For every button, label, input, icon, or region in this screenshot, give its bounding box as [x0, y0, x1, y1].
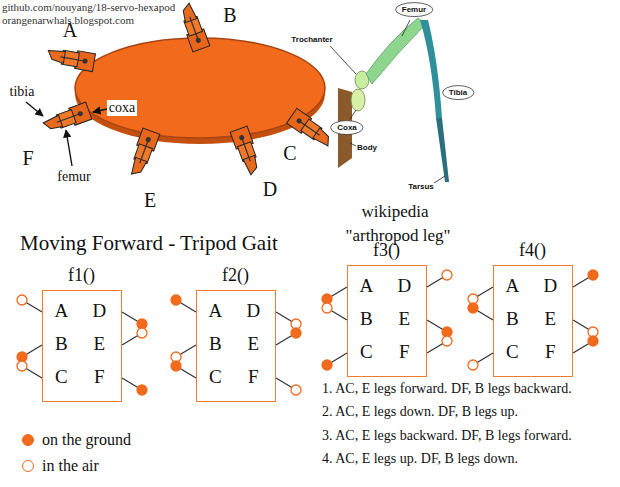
oval-shape	[442, 86, 473, 100]
leg-letter: A	[209, 300, 223, 322]
function-heading: f2()	[222, 265, 249, 286]
part-label: A	[63, 19, 77, 42]
foot-dot	[17, 361, 27, 371]
foot-dot	[442, 270, 452, 280]
step-note: 2. AC, E legs down. DF, B legs up.	[322, 404, 518, 420]
part-label: femur	[57, 169, 90, 185]
part-label: Tarsus	[408, 182, 434, 191]
gait-box: f3()ADBECF	[347, 265, 427, 377]
foot-dot	[322, 360, 332, 370]
line-shape	[350, 110, 356, 119]
foot-dot	[588, 336, 598, 346]
part-label: F	[22, 147, 33, 170]
oval-shape	[331, 121, 363, 135]
leg-letter: B	[506, 308, 519, 330]
leg-letter: B	[360, 308, 373, 330]
foot-dot	[171, 295, 181, 305]
leg-letter: D	[93, 300, 107, 322]
part-label: tibia	[10, 84, 35, 100]
gait-box: f1()ADBECF	[42, 290, 122, 402]
function-heading: f4()	[519, 240, 546, 261]
function-heading: f3()	[373, 240, 400, 261]
leg-letter: D	[398, 275, 412, 297]
function-heading: f1()	[68, 265, 95, 286]
line-shape	[402, 20, 410, 36]
oval-shape	[395, 3, 432, 17]
foot-dot	[137, 328, 147, 338]
step-note: 4. AC, E legs up. DF, B legs down.	[322, 451, 518, 467]
leg-letter: C	[209, 366, 222, 388]
label-oval: Femur	[395, 2, 433, 17]
hexapod	[26, 2, 335, 179]
foot-dot	[468, 303, 478, 313]
leg-letter: A	[360, 275, 374, 297]
foot-dot	[322, 303, 332, 313]
part-label: D	[263, 178, 277, 201]
leg-letter: A	[55, 300, 69, 322]
part-label: wikipedia	[361, 202, 428, 222]
step-note: 1. AC, E legs forward. DF, B legs backwa…	[322, 381, 572, 397]
legend-text: on the ground	[42, 431, 131, 449]
foot-dot	[137, 385, 147, 395]
line-shape	[330, 46, 356, 74]
leg-letter: F	[399, 341, 410, 363]
foot-dot	[468, 360, 478, 370]
line-shape	[434, 176, 445, 183]
part-label: coxa	[107, 100, 137, 116]
foot-dot	[17, 295, 27, 305]
leg-letter: B	[209, 333, 222, 355]
leg-letter: F	[545, 341, 556, 363]
leg-letter: D	[544, 275, 558, 297]
label-oval: Tibia	[442, 85, 475, 100]
legend-swatch	[22, 434, 34, 446]
leg-letter: C	[506, 341, 519, 363]
use-shape	[230, 126, 263, 176]
leg-letter: E	[545, 308, 557, 330]
leg-letter: E	[399, 308, 411, 330]
part-label: E	[144, 189, 156, 212]
path-shape	[366, 18, 426, 84]
oval-label: Coxa	[330, 123, 364, 132]
leg-letter: E	[94, 333, 106, 355]
oval-label: Tibia	[442, 88, 475, 97]
foot-dot	[588, 270, 598, 280]
part-label: Trochanter	[291, 35, 332, 44]
use-shape	[127, 128, 160, 178]
leg-letter: B	[55, 333, 68, 355]
legend-text: in the air	[42, 457, 99, 475]
line-shape	[66, 130, 72, 166]
watermark: github.com/nouyang/18-servo-hexapod	[2, 1, 175, 14]
foot-dot	[291, 328, 301, 338]
use-shape	[46, 46, 95, 72]
oval-label: Femur	[395, 5, 433, 14]
leg-letter: C	[360, 341, 373, 363]
leg-letter: F	[248, 366, 259, 388]
leg-letter: F	[94, 366, 105, 388]
gait-box: f2()ADBECF	[196, 290, 276, 402]
part-label: B	[223, 4, 236, 27]
leg-letter: C	[55, 366, 68, 388]
foot-dot	[442, 336, 452, 346]
gait-box: f4()ADBECF	[493, 265, 573, 377]
leg-letter: D	[247, 300, 261, 322]
path-shape	[436, 118, 449, 182]
line-shape	[93, 109, 107, 112]
arthropod-leg	[330, 18, 449, 183]
step-note: 3. AC, E legs backward. DF, B legs forwa…	[322, 428, 572, 444]
diagram-title: Moving Forward - Tripod Gait	[20, 231, 278, 255]
path-shape	[420, 20, 442, 118]
part-label: Body	[357, 143, 377, 152]
foot-dot	[171, 361, 181, 371]
foot-dot	[291, 385, 301, 395]
line-shape	[350, 143, 356, 146]
leg-letter: E	[248, 333, 260, 355]
line-shape	[26, 102, 43, 116]
part-label: C	[283, 142, 296, 165]
ellipse-shape	[351, 89, 365, 111]
legend-hollow-dot	[22, 460, 34, 472]
leg-letter: A	[506, 275, 520, 297]
label-oval: Coxa	[330, 120, 364, 135]
use-shape	[177, 2, 210, 52]
